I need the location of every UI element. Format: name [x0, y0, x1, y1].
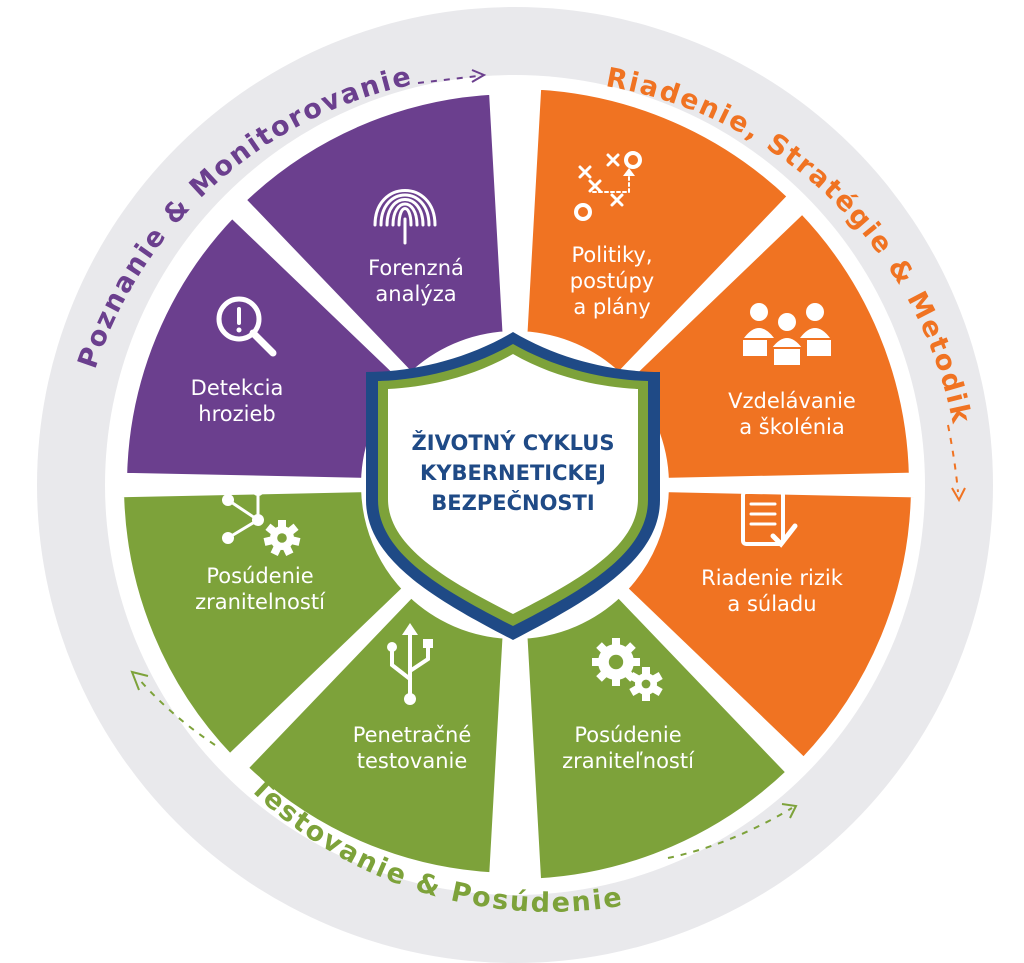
shield-inner [388, 354, 638, 614]
segment-politiky-label-line-1: Politiky, [571, 243, 652, 267]
network-gear-icon [222, 484, 301, 556]
usb-icon [387, 623, 433, 705]
segment-posudenie2-label-line-1: Posúdenie [574, 723, 681, 747]
gears-icon [592, 638, 663, 701]
center-title-line-2: KYBERNETICKEJ [420, 461, 606, 485]
team-training-icon [743, 303, 831, 367]
segment-politiky-shape [519, 81, 798, 383]
center-shield: ŽIVOTNÝ CYKLUS KYBERNETICKEJ BEZPEČNOSTI [366, 332, 660, 640]
segment-penetracne-label-line-1: Penetračné [353, 723, 472, 747]
center-title-line-1: ŽIVOTNÝ CYKLUS [412, 430, 615, 455]
segment-vzdelavanie-label-line-1: Vzdelávanie [728, 389, 856, 413]
segment-riadenie-label-line-2: a súladu [727, 592, 816, 616]
segment-forenzna-label-line-1: Forenzná [368, 256, 464, 280]
fingerprint-icon [373, 189, 437, 245]
segment-riadenie-label-line-1: Riadenie rizik [701, 566, 844, 590]
segment-penetracne-shape [238, 587, 511, 881]
segment-forenzna-shape [235, 86, 511, 383]
arrow-bottom-right [667, 803, 798, 859]
segment-forenzna-label-line-2: analýza [375, 282, 456, 306]
segment-posudenie2-shape [519, 587, 797, 887]
segment-politiky-label-line-2: postúpy [570, 269, 654, 293]
strategy-play-icon [574, 151, 642, 221]
segment-posudenie1-shape [116, 484, 413, 765]
segment-vzdelavanie-label-line-2: a školénia [739, 415, 845, 439]
checklist-document-icon [741, 490, 798, 548]
segment-posudenie1-label-line-2: zranitelností [195, 590, 326, 614]
arrow-right [947, 424, 966, 503]
segment-posudenie2-label-line-2: zraniteľností [562, 749, 695, 773]
segment-penetracne-label-line-2: testovanie [357, 749, 468, 773]
segment-detekcia-label-line-2: hrozieb [198, 402, 275, 426]
segment-detekcia-label-line-1: Detekcia [191, 376, 284, 400]
arrow-bottom-left [130, 670, 216, 746]
segment-politiky-label-line-3: a plány [573, 295, 650, 319]
segment-riadenie-shape [617, 484, 919, 768]
center-title-line-3: BEZPEČNOSTI [431, 490, 594, 515]
arrow-top-left [417, 69, 487, 84]
magnifier-alert-icon [216, 296, 277, 357]
segment-posudenie1-label-line-1: Posúdenie [206, 564, 313, 588]
